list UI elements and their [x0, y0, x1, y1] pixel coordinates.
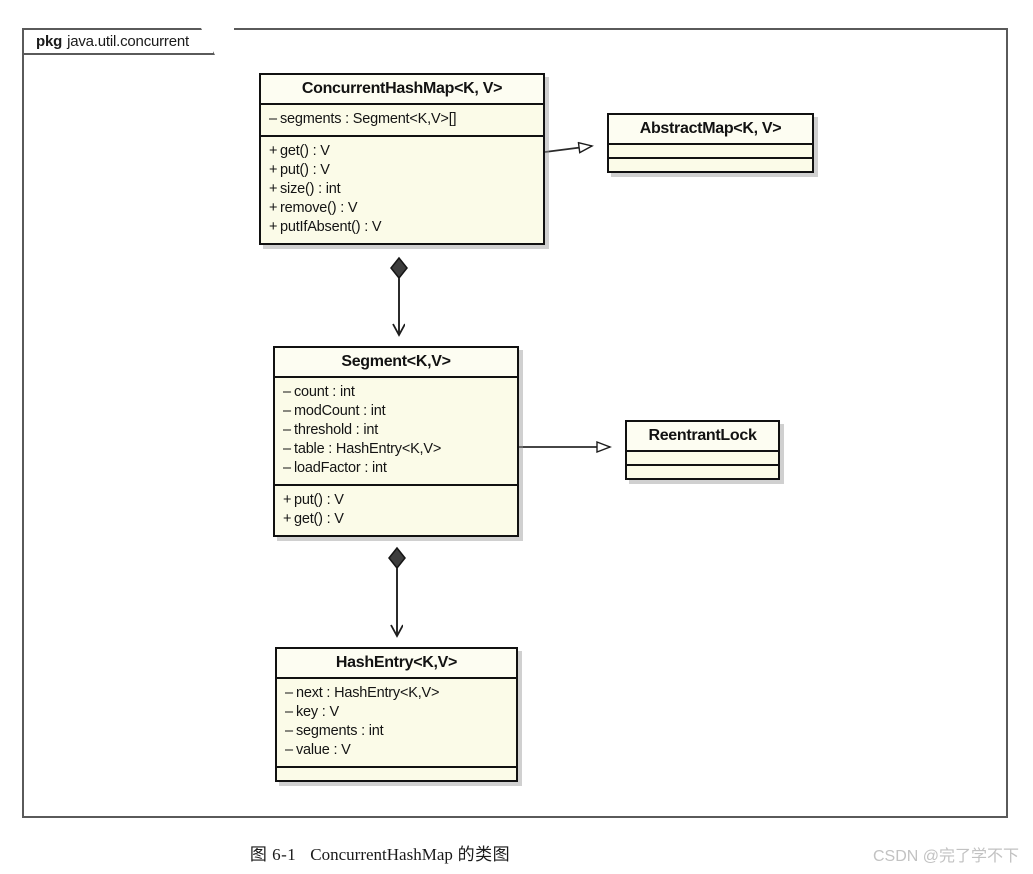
visibility-marker: +	[283, 492, 292, 508]
attributes-compartment-abstractmap	[609, 145, 812, 159]
operation-row: +put() : V	[269, 161, 535, 180]
operations-compartment-abstractmap	[609, 159, 812, 171]
operation-text: size() : int	[280, 181, 341, 197]
visibility-marker: +	[269, 181, 278, 197]
class-title-abstractmap: AbstractMap<K, V>	[609, 115, 812, 145]
class-box-reentrantlock[interactable]: ReentrantLock	[625, 420, 780, 480]
visibility-marker: –	[283, 441, 291, 457]
attribute-row: –threshold : int	[283, 421, 509, 440]
watermark: CSDN @完了学不下	[872, 848, 1019, 865]
package-tab: pkg java.util.concurrent	[22, 28, 215, 55]
operation-row: +putIfAbsent() : V	[269, 218, 535, 237]
attribute-text: next : HashEntry<K,V>	[296, 685, 440, 701]
attribute-row: –segments : int	[285, 722, 508, 741]
operations-compartment-concurrenthashmap: +get() : V +put() : V +size() : int +rem…	[261, 137, 543, 243]
visibility-marker: –	[285, 723, 293, 739]
operation-row: +get() : V	[269, 142, 535, 161]
class-title-hashentry: HashEntry<K,V>	[277, 649, 516, 679]
visibility-marker: +	[283, 511, 292, 527]
attribute-text: segments : int	[296, 723, 384, 739]
visibility-marker: –	[285, 685, 293, 701]
attributes-compartment-hashentry: –next : HashEntry<K,V> –key : V –segment…	[277, 679, 516, 768]
figure-title: ConcurrentHashMap	[310, 845, 453, 864]
attribute-text: key : V	[296, 704, 339, 720]
visibility-marker: –	[283, 460, 291, 476]
visibility-marker: –	[285, 742, 293, 758]
class-box-hashentry[interactable]: HashEntry<K,V> –next : HashEntry<K,V> –k…	[275, 647, 518, 782]
figure-caption: 图 6-1 ConcurrentHashMap 的类图	[0, 840, 760, 865]
package-name: java.util.concurrent	[67, 33, 189, 50]
operations-compartment-reentrantlock	[627, 466, 778, 478]
attribute-row: –table : HashEntry<K,V>	[283, 440, 509, 459]
operation-text: get() : V	[294, 511, 344, 527]
operations-compartment-hashentry	[277, 768, 516, 780]
visibility-marker: –	[283, 384, 291, 400]
class-title-segment: Segment<K,V>	[275, 348, 517, 378]
class-title-concurrenthashmap: ConcurrentHashMap<K, V>	[261, 75, 543, 105]
attribute-text: modCount : int	[294, 403, 386, 419]
visibility-marker: +	[269, 219, 278, 235]
visibility-marker: –	[285, 704, 293, 720]
attribute-row: –next : HashEntry<K,V>	[285, 684, 508, 703]
attribute-row: –modCount : int	[283, 402, 509, 421]
operation-row: +put() : V	[283, 491, 509, 510]
operation-text: remove() : V	[280, 200, 358, 216]
visibility-marker: +	[269, 143, 278, 159]
visibility-marker: –	[283, 422, 291, 438]
attribute-text: count : int	[294, 384, 355, 400]
visibility-marker: +	[269, 162, 278, 178]
visibility-marker: –	[283, 403, 291, 419]
class-box-segment[interactable]: Segment<K,V> –count : int –modCount : in…	[273, 346, 519, 537]
attributes-compartment-segment: –count : int –modCount : int –threshold …	[275, 378, 517, 486]
operations-compartment-segment: +put() : V +get() : V	[275, 486, 517, 535]
operation-row: +get() : V	[283, 510, 509, 529]
attribute-row: –key : V	[285, 703, 508, 722]
attribute-text: value : V	[296, 742, 351, 758]
attribute-row: –segments : Segment<K,V>[]	[269, 110, 535, 129]
class-title-reentrantlock: ReentrantLock	[627, 422, 778, 452]
operation-row: +size() : int	[269, 180, 535, 199]
attributes-compartment-reentrantlock	[627, 452, 778, 466]
class-box-abstractmap[interactable]: AbstractMap<K, V>	[607, 113, 814, 173]
attribute-row: –loadFactor : int	[283, 459, 509, 478]
attribute-row: –value : V	[285, 741, 508, 760]
attributes-compartment-concurrenthashmap: –segments : Segment<K,V>[]	[261, 105, 543, 137]
operation-text: put() : V	[280, 162, 330, 178]
figure-suffix: 的类图	[457, 845, 511, 864]
class-box-concurrenthashmap[interactable]: ConcurrentHashMap<K, V> –segments : Segm…	[259, 73, 545, 245]
figure-number: 图 6-1	[249, 845, 297, 864]
operation-text: get() : V	[280, 143, 330, 159]
attribute-text: table : HashEntry<K,V>	[294, 441, 442, 457]
attribute-text: loadFactor : int	[294, 460, 387, 476]
attribute-text: threshold : int	[294, 422, 379, 438]
attribute-text: segments : Segment<K,V>[]	[280, 111, 457, 127]
package-keyword: pkg	[36, 33, 63, 50]
operation-text: putIfAbsent() : V	[280, 219, 382, 235]
operation-row: +remove() : V	[269, 199, 535, 218]
visibility-marker: –	[269, 111, 277, 127]
attribute-row: –count : int	[283, 383, 509, 402]
visibility-marker: +	[269, 200, 278, 216]
operation-text: put() : V	[294, 492, 344, 508]
